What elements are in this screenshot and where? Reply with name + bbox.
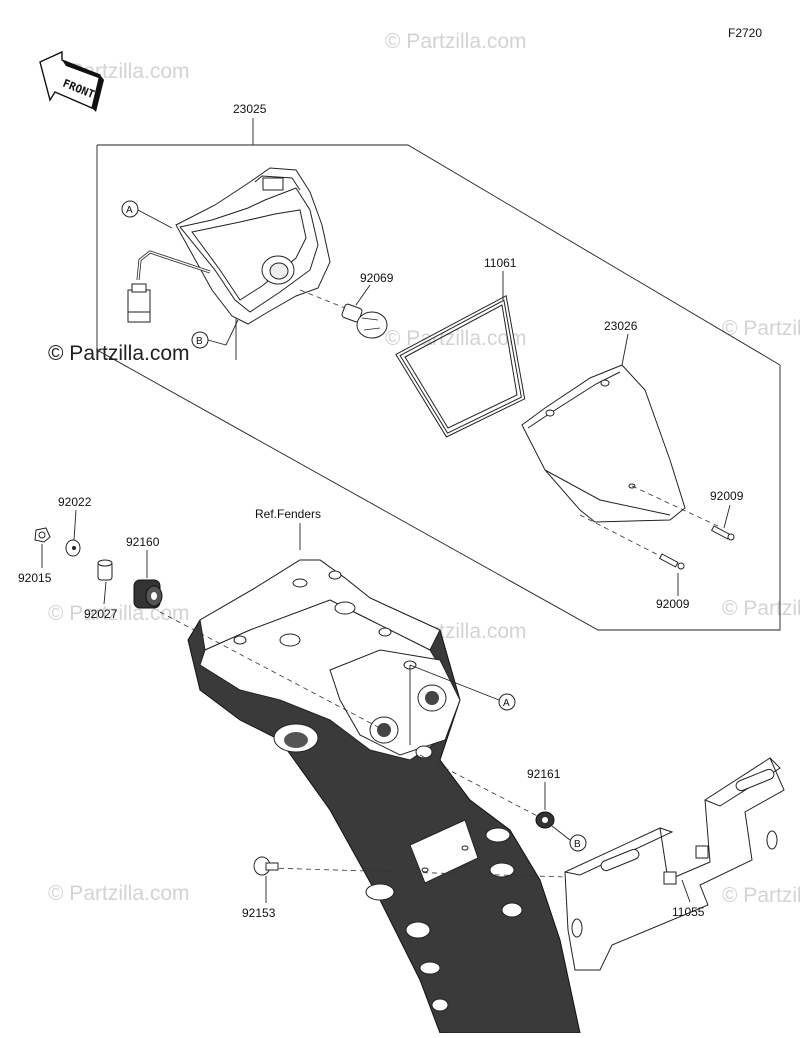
marker-a-lower <box>498 693 516 711</box>
wire-connector <box>127 250 211 323</box>
marker-b-upper-label: B <box>196 336 203 347</box>
part-label-92009-right: 92009 <box>710 489 744 503</box>
marker-b-lower-label: B <box>574 839 581 850</box>
part-label-92069: 92069 <box>360 271 394 285</box>
dashed-leader <box>269 867 666 881</box>
screw-92009-right <box>710 525 735 541</box>
bulb-92069 <box>341 303 388 339</box>
dashed-leader <box>631 485 723 529</box>
assembly-outline <box>96 144 781 631</box>
part-label-23025: 23025 <box>233 102 267 116</box>
front-arrow-icon: FRONT <box>39 50 104 112</box>
part-label-11055: 11055 <box>672 905 705 919</box>
figure-code: F2720 <box>728 26 762 40</box>
screw-92009-bottom <box>658 553 685 570</box>
part-label-92153: 92153 <box>242 906 276 920</box>
bracket-11055 <box>564 757 785 971</box>
part-label-11061: 11061 <box>484 256 517 270</box>
leader-line <box>207 319 239 346</box>
part-label-92161: 92161 <box>527 767 561 781</box>
leader-line <box>73 509 77 541</box>
part-label-92009-bottom: 92009 <box>656 597 690 611</box>
grommet-92160 <box>133 579 163 609</box>
leader-line <box>723 504 731 529</box>
watermark-text: © Partzilla.com <box>48 882 190 905</box>
gasket-11061 <box>395 294 526 438</box>
nut-92015 <box>34 527 51 543</box>
leader-line <box>103 581 107 605</box>
watermark-dark: © Partzilla.com <box>48 342 190 365</box>
dashed-leader <box>579 514 669 561</box>
watermark-text: © Partzilla.com <box>722 317 800 340</box>
leader-line <box>621 333 629 366</box>
tail-lamp-housing <box>175 167 331 325</box>
marker-a-upper <box>121 200 139 218</box>
washer-92022 <box>65 539 81 557</box>
leader-line <box>551 825 571 841</box>
part-label-92022: 92022 <box>58 495 92 509</box>
watermark-text: © Partzilla.com <box>722 597 800 620</box>
watermark-text: © Partzilla.com <box>385 327 527 350</box>
leader-line <box>409 664 500 701</box>
leader-line <box>137 209 173 229</box>
leader-line <box>355 284 371 306</box>
watermark-text: © Partzilla.com <box>385 30 527 53</box>
marker-a-upper-label: A <box>126 205 133 216</box>
marker-a-lower-label: A <box>503 698 510 709</box>
collar-92027 <box>97 559 113 581</box>
grommet-92161 <box>535 811 555 829</box>
watermark-text: © Partzilla.com <box>722 884 800 907</box>
dashed-leader <box>159 611 381 729</box>
part-label-92160: 92160 <box>126 535 160 549</box>
dashed-leader <box>419 754 546 821</box>
bolt-92153 <box>253 856 279 876</box>
lens-23026 <box>521 364 686 523</box>
leader-line <box>681 879 691 903</box>
watermark-text: © Partzilla.com <box>48 602 190 625</box>
dashed-leader <box>299 289 346 309</box>
ref-note: Ref.Fenders <box>255 507 321 521</box>
part-label-92027: 92027 <box>84 607 118 621</box>
part-label-23026: 23026 <box>604 319 638 333</box>
rear-fender <box>187 559 581 1034</box>
marker-b-lower <box>569 834 587 852</box>
part-label-92015: 92015 <box>18 571 52 585</box>
